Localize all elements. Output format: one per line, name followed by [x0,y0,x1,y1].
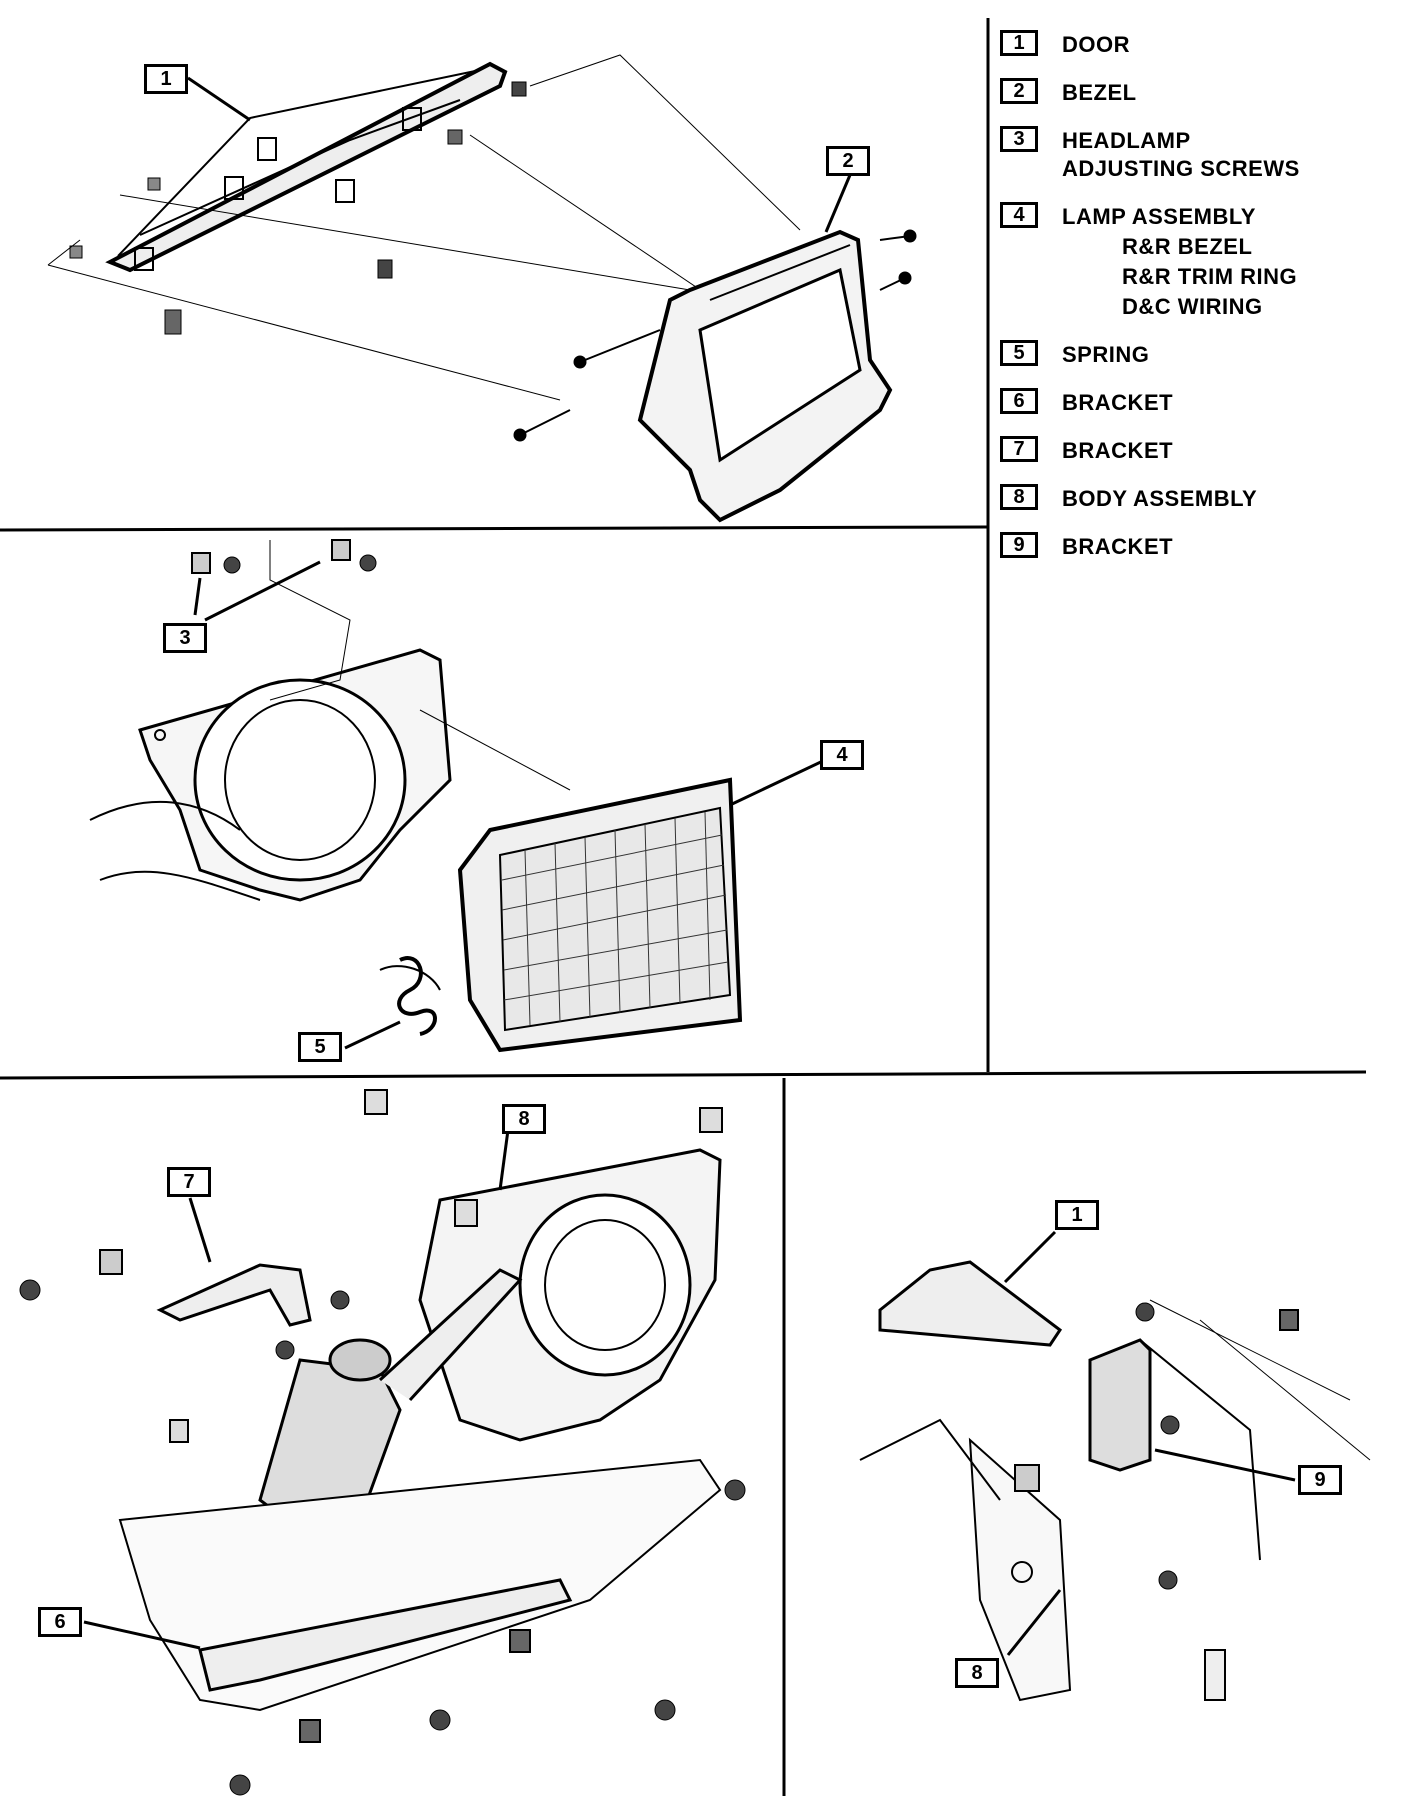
leader-bezel [824,174,852,233]
bracket-7-part [156,1263,312,1327]
callout-door: 1 [144,64,188,94]
legend-label: LAMP ASSEMBLY [1062,204,1256,229]
legend-number: 3 [1000,126,1038,152]
panel-mechanism [19,1089,746,1796]
legend-item-body-assembly: 8 BODY ASSEMBLY [1000,482,1400,516]
callout-bracket-7: 7 [167,1167,211,1197]
legend-label: SPRING [1062,342,1150,367]
panel-headlamp [89,539,743,1053]
callout-lamp-assembly: 4 [820,740,864,770]
leader-bracket-7 [188,1197,212,1263]
legend-label: BRACKET [1062,438,1174,463]
legend-sublabel: R&R BEZEL [1122,234,1253,259]
callout-bracket-6: 6 [38,1607,82,1637]
leader-spring [344,1020,401,1050]
legend-item-bracket-6: 6 BRACKET [1000,386,1400,420]
callout-door-right: 1 [1055,1200,1099,1230]
legend-item-door: 1 DOOR [1000,28,1400,62]
callout-spring: 5 [298,1032,342,1062]
legend-label: BEZEL [1062,80,1137,105]
legend-number: 5 [1000,340,1038,366]
leader-door [187,76,251,122]
leader-adj-screw-2 [204,560,321,622]
door-detail-part [878,1260,1063,1347]
leader-bracket-9 [1154,1448,1296,1482]
callout-bezel: 2 [826,146,870,176]
legend-item-bracket-9: 9 BRACKET [1000,530,1400,564]
panel-detail [859,1260,1371,1702]
legend-label: HEADLAMP [1062,128,1191,153]
panel-door-bezel [47,54,917,523]
callout-adjusting-screws: 3 [163,623,207,653]
legend-item-spring: 5 SPRING [1000,338,1400,372]
leader-body-assembly-right [1006,1589,1062,1656]
legend-number: 9 [1000,532,1038,558]
legend-number: 6 [1000,388,1038,414]
legend-number: 7 [1000,436,1038,462]
legend-label: BRACKET [1062,534,1174,559]
legend-item-bracket-7: 7 BRACKET [1000,434,1400,468]
leader-door-right [1003,1230,1057,1284]
door-part [105,61,508,273]
leader-lamp-assembly [729,758,826,807]
legend-label: DOOR [1062,32,1130,57]
legend-item-lamp-assembly: 4 LAMP ASSEMBLY R&R BEZEL R&R TRIM RING … [1000,200,1400,324]
leader-bracket-6 [83,1620,201,1650]
callout-body-assembly: 8 [502,1104,546,1134]
legend-sublabel: ADJUSTING SCREWS [1062,156,1300,181]
bracket-9-part [1088,1338,1152,1472]
callout-bracket-9: 9 [1298,1465,1342,1495]
parts-legend: 1 DOOR 2 BEZEL 3 HEADLAMP ADJUSTING SCRE… [1000,28,1400,578]
legend-item-headlamp: 3 HEADLAMP ADJUSTING SCREWS [1000,124,1400,186]
legend-sublabel: R&R TRIM RING [1122,264,1298,289]
legend-number: 8 [1000,484,1038,510]
legend-sublabel: D&C WIRING [1122,294,1263,319]
legend-number: 1 [1000,30,1038,56]
divider-horizontal-1 [0,525,989,532]
legend-number: 2 [1000,78,1038,104]
legend-number: 4 [1000,202,1038,228]
bracket-6-part [198,1578,573,1692]
legend-label: BRACKET [1062,390,1174,415]
leader-adj-screw-1 [193,577,202,616]
leader-body-assembly [498,1129,510,1191]
callout-body-assembly-right: 8 [955,1658,999,1688]
legend-item-bezel: 2 BEZEL [1000,76,1400,110]
divider-horizontal-2 [0,1070,1367,1080]
legend-label: BODY ASSEMBLY [1062,486,1258,511]
